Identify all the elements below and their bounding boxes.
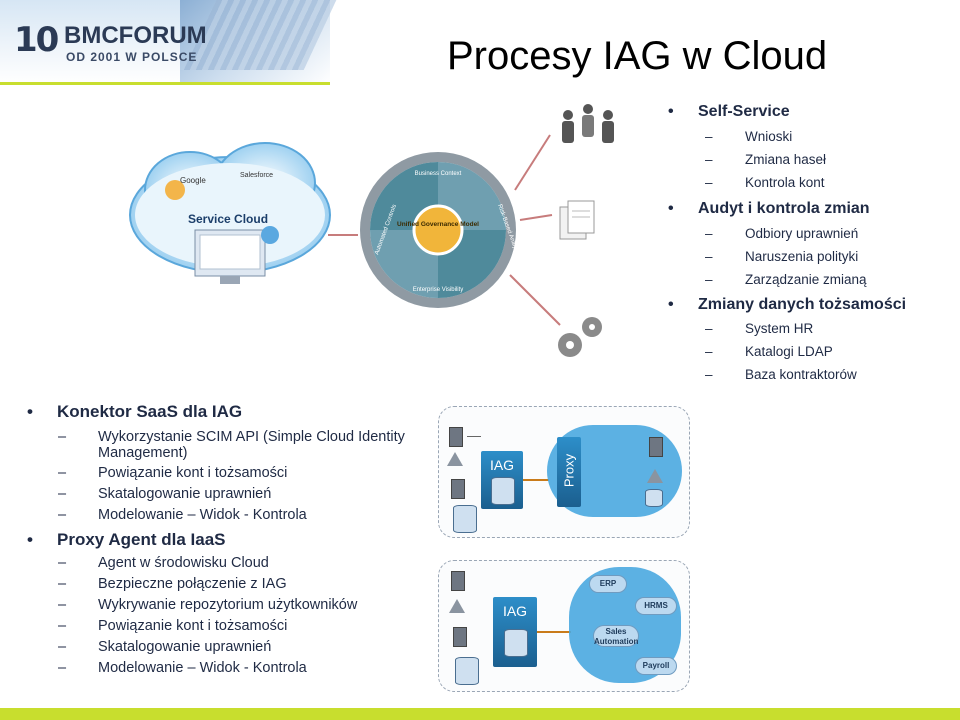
server-icon: [449, 427, 463, 447]
database-icon: [504, 629, 528, 657]
governance-illustration: Service Cloud Google Salesforce Unified …: [129, 104, 614, 357]
database-icon: [645, 489, 663, 507]
left-item: Modelowanie – Widok - Kontrola: [58, 660, 307, 676]
logo-underline: [0, 82, 330, 85]
proxy-box: Proxy: [557, 437, 581, 507]
footer-accent-bar: [0, 708, 960, 720]
wheel-bottom-label: Enterprise Visibility: [413, 287, 464, 293]
service-cloud-graphic: [129, 142, 331, 284]
logo-brand-rest: FORUM: [118, 22, 207, 49]
right-item: Zarządzanie zmianą: [705, 272, 866, 287]
wheel-top-label: Business Context: [415, 171, 462, 177]
left-item: Modelowanie – Widok - Kontrola: [58, 507, 307, 523]
service-cloud-label: Service Cloud: [188, 212, 268, 226]
right-item: Odbiory uprawnień: [705, 226, 858, 241]
right-item: Wnioski: [705, 129, 792, 144]
page-title: Procesy IAG w Cloud: [447, 34, 828, 78]
database-icon: [491, 477, 515, 505]
systems-diagram: IAG ERP HRMS Sales Automation Payroll: [438, 560, 690, 692]
server-icon: [451, 571, 465, 591]
server-icon: [453, 627, 467, 647]
cloud-app-salesforce: Salesforce: [240, 172, 273, 179]
proxy-label: Proxy: [561, 453, 577, 488]
left-item: Wykrywanie repozytorium użytkowników: [58, 597, 357, 613]
left-item: Powiązanie kont i tożsamości: [58, 465, 287, 481]
right-item: System HR: [705, 321, 813, 336]
proxy-diagram: IAG Proxy: [438, 406, 690, 538]
right-item: Naruszenia polityki: [705, 249, 858, 264]
arrow-gears: [509, 274, 561, 326]
logo-subtitle: OD 2001 W POLSCE: [66, 50, 198, 64]
left-item: Bezpieczne połączenie z IAG: [58, 576, 287, 592]
logo-brand: BMCFORUM: [64, 22, 207, 50]
logo-mark: 10: [14, 20, 59, 60]
database-icon: [453, 505, 477, 533]
pyramid-icon: [447, 452, 463, 466]
left-item-continuation: Management): [98, 445, 188, 461]
right-item: Baza kontraktorów: [705, 367, 857, 382]
logo-brand-bold: BMC: [64, 22, 119, 49]
wheel-center-label: Unified Governance Model: [397, 221, 479, 228]
database-icon: [455, 657, 479, 685]
arrow-docs: [519, 214, 553, 221]
system-hrms: HRMS: [635, 597, 677, 615]
system-sales-automation: Sales Automation: [593, 625, 639, 647]
left-item: Skatalogowanie uprawnień: [58, 639, 271, 655]
connector-line: [467, 436, 481, 437]
logo-banner: [0, 0, 337, 84]
left-item: Agent w środowisku Cloud: [58, 555, 269, 571]
gears-icon: [558, 317, 602, 357]
left-item: Skatalogowanie uprawnień: [58, 486, 271, 502]
pyramid-icon: [647, 469, 663, 483]
users-icon: [562, 104, 614, 143]
left-item: Wykorzystanie SCIM API (Simple Cloud Ide…: [58, 429, 405, 445]
left-heading-proxy-agent: Proxy Agent dla IaaS: [27, 530, 226, 550]
right-heading-audit: Audyt i kontrola zmian: [668, 200, 870, 218]
server-icon: [451, 479, 465, 499]
cloud-app-google: Google: [180, 176, 206, 185]
right-heading-self-service: Self-Service: [668, 103, 789, 121]
right-item: Zmiana haseł: [705, 152, 826, 167]
pyramid-icon: [449, 599, 465, 613]
right-heading-identity: Zmiany danych tożsamości: [668, 296, 906, 314]
governance-wheel-graphic: [360, 152, 516, 308]
arrow-users: [514, 134, 551, 191]
system-erp: ERP: [589, 575, 627, 593]
documents-icon: [559, 200, 595, 240]
right-item: Katalogi LDAP: [705, 344, 833, 359]
right-item: Kontrola kont: [705, 175, 824, 190]
server-icon: [649, 437, 663, 457]
secure-link: [537, 631, 571, 633]
left-heading-saas-connector: Konektor SaaS dla IAG: [27, 402, 242, 422]
secure-link: [523, 479, 549, 481]
left-item: Powiązanie kont i tożsamości: [58, 618, 287, 634]
system-payroll: Payroll: [635, 657, 677, 675]
